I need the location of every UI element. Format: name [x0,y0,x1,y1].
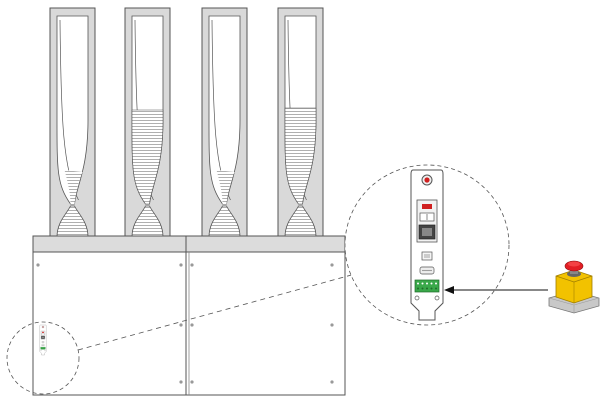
callout-source-circle [6,321,80,395]
connection-arrow [444,286,548,294]
control-panel-small [39,324,47,356]
tower-2 [124,7,171,238]
tower-group [49,7,324,238]
callout-leader-line [77,273,356,351]
cabinet-panel-left [32,251,187,396]
tower-1 [49,7,96,238]
cabinet-top-band [32,235,346,253]
cabinet-screws [36,263,334,384]
emergency-stop-icon [548,260,600,314]
tower-3 [201,7,248,238]
cabinet-panel-right [185,251,346,396]
control-panel-magnified [410,169,444,321]
tower-4 [277,7,324,238]
cabinet [32,235,346,396]
